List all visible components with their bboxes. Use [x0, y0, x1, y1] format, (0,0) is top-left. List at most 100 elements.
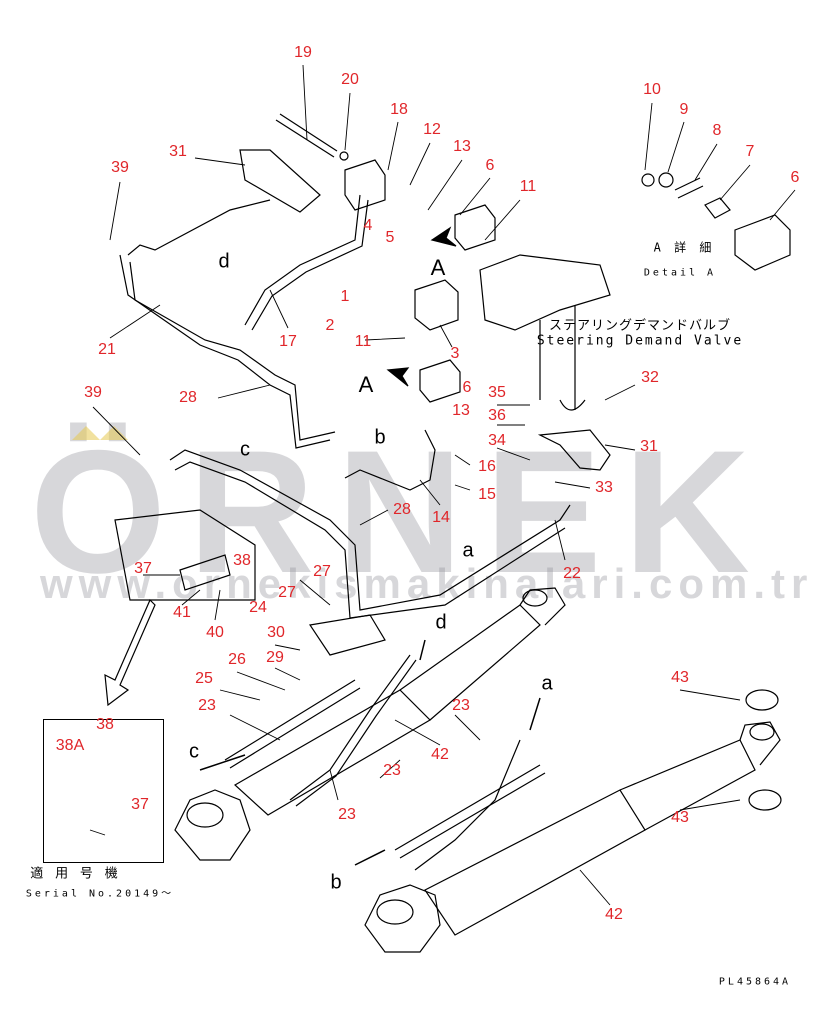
detail-a-title-jp: A 詳 細: [653, 240, 715, 255]
part-callout: 16: [478, 458, 496, 475]
watermark-logo: ÖRNEK: [30, 415, 772, 610]
part-callout: 41: [173, 604, 191, 621]
block-top: [344, 159, 386, 211]
view-letter: a: [462, 539, 474, 562]
part-callout: 27: [278, 584, 296, 601]
part-callout: 29: [266, 649, 284, 666]
view-letter: d: [218, 250, 230, 273]
bracket-31: [239, 149, 321, 213]
part-callout: 8: [712, 122, 722, 139]
view-letter: A: [430, 255, 446, 280]
part-callout: 30: [267, 624, 285, 641]
serial-variant-box: [43, 719, 164, 863]
part-callout: 39: [111, 159, 129, 176]
bracket-30: [308, 614, 386, 656]
part-callout: 6: [485, 157, 495, 174]
part-callout: 4: [363, 217, 373, 234]
part-callout: 13: [452, 402, 470, 419]
part-callout: 24: [249, 599, 267, 616]
hose-23: [224, 679, 361, 769]
bracket-24: [114, 509, 256, 601]
leader-lines: [89, 64, 796, 906]
view-letter: A: [358, 372, 374, 397]
block-6-upper: [454, 204, 496, 251]
serial-note-jp: 適 用 号 機: [30, 866, 120, 882]
view-letter: c: [240, 438, 250, 461]
valve-label-jp: ステアリングデマンドバルブ: [548, 318, 732, 334]
view-arrow-d: [419, 639, 426, 661]
part-callout: 10: [643, 81, 661, 98]
part-callout: 23: [198, 697, 216, 714]
view-arrow-a: [529, 697, 541, 731]
part-callout: 2: [325, 317, 335, 334]
part-callout: 12: [423, 121, 441, 138]
part-callout: 33: [595, 479, 613, 496]
watermark-accent: [72, 426, 100, 440]
block-6-lower: [419, 359, 461, 403]
part-callout: 28: [179, 389, 197, 406]
part-callout: 23: [338, 806, 356, 823]
part-callout: 31: [169, 143, 187, 160]
part-callout: 7: [745, 143, 755, 160]
view-letter: d: [435, 611, 447, 634]
detail-a-title-en: Detail A: [643, 267, 717, 279]
part-callout: 40: [206, 624, 224, 641]
part-callout: 27: [313, 563, 331, 580]
serial-note-en: Serial No.20149〜: [25, 888, 175, 900]
part-callout: 28: [393, 501, 411, 518]
part-callout: 1: [340, 288, 350, 305]
steering-demand-valve: [479, 254, 611, 411]
part-callout: 15: [478, 486, 496, 503]
seal-43-lower: [748, 789, 782, 811]
part-callout: 11: [519, 178, 537, 195]
hose-23c: [394, 764, 546, 859]
bolt-19: [275, 113, 349, 161]
hose-23b: [289, 654, 417, 807]
view-letter: b: [330, 871, 342, 894]
part-callout: 18: [390, 101, 408, 118]
part-callout: 23: [452, 697, 470, 714]
drawing-code: PL45864A: [718, 976, 792, 988]
part-callout: 42: [605, 906, 623, 923]
part-callout: 6: [462, 379, 472, 396]
part-callout: 26: [228, 651, 246, 668]
view-letter: c: [189, 740, 199, 763]
arrow-A-upper: [430, 226, 457, 247]
part-callout: 37: [131, 796, 149, 813]
bracket-31-right: [537, 429, 611, 471]
view-arrow-c: [199, 754, 246, 771]
part-callout: 31: [640, 438, 658, 455]
part-callout: 19: [294, 44, 312, 61]
part-callout: 36: [488, 407, 506, 424]
part-callout: 9: [679, 101, 689, 118]
part-callout: 13: [453, 138, 471, 155]
serial-arrow: [104, 598, 156, 707]
part-callout: 17: [279, 333, 297, 350]
pipe-21: [127, 199, 336, 441]
detail-a-parts: [641, 172, 791, 271]
part-callout: 11: [354, 333, 372, 350]
part-callout: 38A: [55, 737, 85, 754]
part-callout: 32: [641, 369, 659, 386]
part-callout: 38: [233, 552, 251, 569]
part-callout: 38: [96, 716, 114, 733]
view-letter: a: [541, 672, 553, 695]
block-1: [414, 279, 459, 331]
part-callout: 23: [383, 762, 401, 779]
part-callout: 22: [563, 565, 581, 582]
part-callout: 34: [488, 432, 506, 449]
part-callout: 42: [431, 746, 449, 763]
pipe-14: [344, 429, 436, 491]
cylinder-42-right: [364, 721, 781, 953]
part-callout: 14: [432, 509, 450, 526]
part-callout: 43: [671, 809, 689, 826]
part-callout: 5: [385, 229, 395, 246]
pipe-17: [244, 194, 369, 331]
part-callout: 21: [98, 341, 116, 358]
seal-43-upper: [745, 689, 779, 711]
part-callout: 25: [195, 670, 213, 687]
part-callout: 6: [790, 169, 800, 186]
view-letter: b: [374, 426, 386, 449]
